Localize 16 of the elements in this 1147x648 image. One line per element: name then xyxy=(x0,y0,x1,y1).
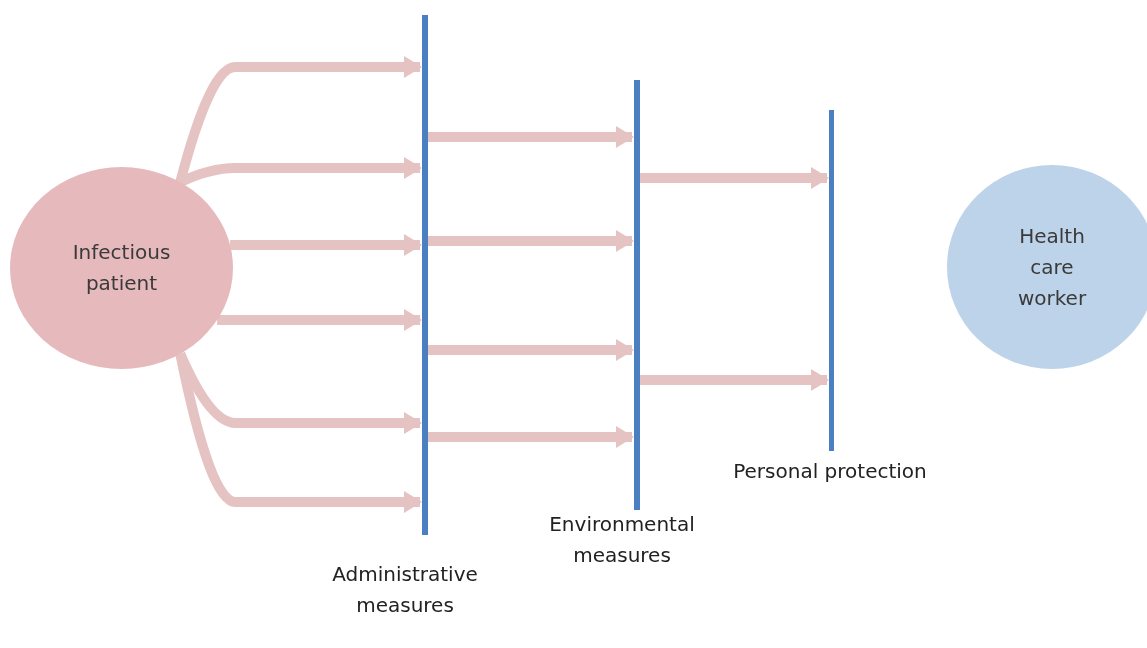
arrow xyxy=(217,309,422,331)
arrow xyxy=(175,352,422,513)
arrow xyxy=(428,426,634,448)
arrow xyxy=(428,126,634,148)
arrow xyxy=(178,157,422,187)
node-label: Health care worker xyxy=(1016,222,1088,312)
arrow xyxy=(640,167,829,189)
barrier-caption: Administrative measures xyxy=(331,561,479,619)
node-label: Infectious patient xyxy=(71,239,172,297)
arrow xyxy=(428,339,634,361)
arrow xyxy=(428,230,634,252)
arrow xyxy=(175,56,422,184)
barrier-caption: Environmental measures xyxy=(548,511,696,569)
arrow xyxy=(230,234,422,256)
barrier-caption: Personal protection xyxy=(732,458,928,485)
arrow xyxy=(640,369,829,391)
